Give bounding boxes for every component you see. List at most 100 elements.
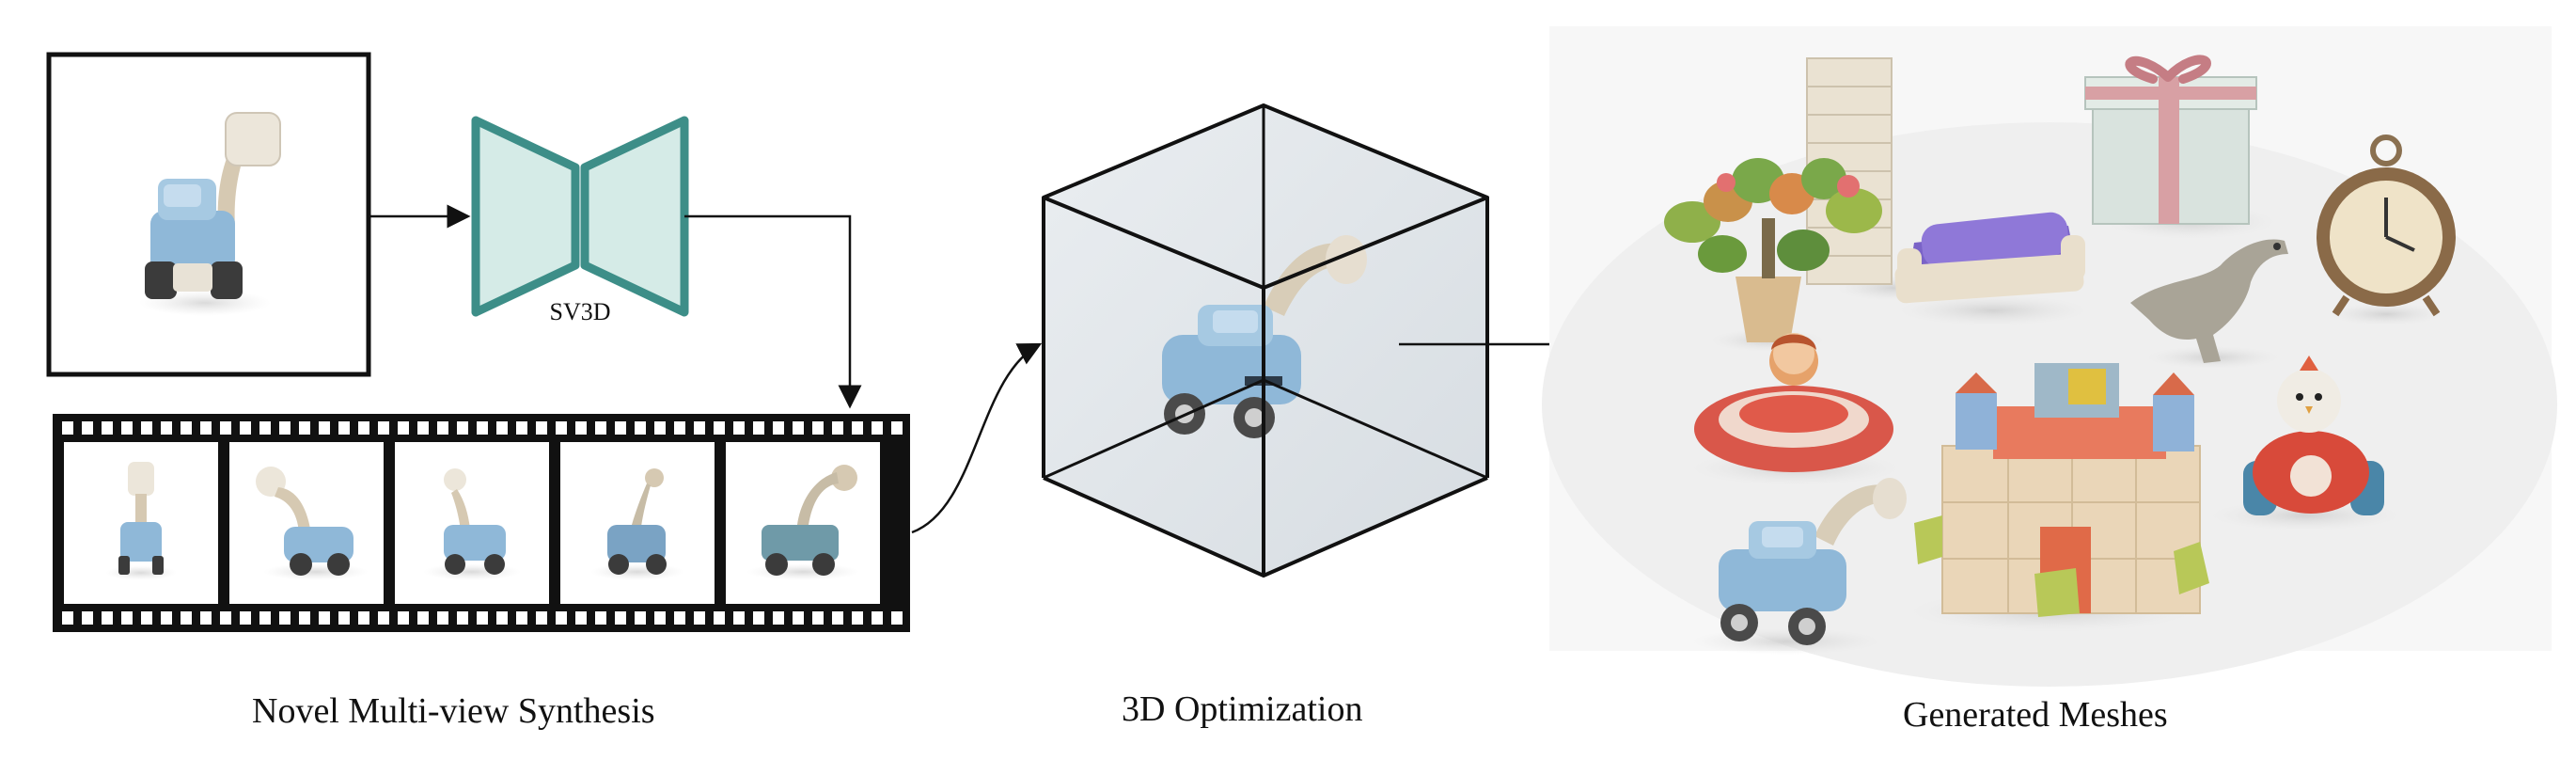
film-frame-3 <box>395 442 549 604</box>
sprocket-hole <box>141 611 152 625</box>
sprocket-hole <box>477 611 488 625</box>
sprocket-hole <box>299 421 310 435</box>
sprocket-hole <box>773 421 784 435</box>
sprocket-hole <box>654 421 666 435</box>
sprocket-hole <box>556 421 567 435</box>
sprocket-hole <box>714 421 725 435</box>
sprocket-hole <box>714 611 725 625</box>
frame-4-toy <box>590 468 684 580</box>
sprocket-hole <box>319 611 330 625</box>
sprocket-hole <box>220 611 231 625</box>
sprocket-hole <box>319 421 330 435</box>
sprocket-hole <box>733 421 745 435</box>
sprocket-hole <box>181 421 192 435</box>
gift-box <box>2084 55 2275 239</box>
sprocket-hole <box>872 421 883 435</box>
sprocket-hole <box>773 611 784 625</box>
sprocket-hole <box>417 421 429 435</box>
sprocket-hole <box>437 421 448 435</box>
sprocket-hole <box>398 421 409 435</box>
sprocket-hole <box>812 611 824 625</box>
sprocket-hole <box>832 421 843 435</box>
sprocket-hole <box>812 421 824 435</box>
sprocket-hole <box>62 611 73 625</box>
sv3d-network-icon <box>471 116 689 317</box>
cactus-toy <box>1664 158 1882 352</box>
film-frame-4 <box>560 442 715 604</box>
boat-toy <box>1692 333 1899 485</box>
sprocket-hole <box>161 611 172 625</box>
sprocket-hole <box>496 611 508 625</box>
generated-meshes-render <box>1542 26 2557 687</box>
sprocket-hole <box>240 611 251 625</box>
sprocket-hole <box>181 611 192 625</box>
sprocket-hole <box>536 611 547 625</box>
sprocket-hole <box>82 611 93 625</box>
sprocket-hole <box>615 611 626 625</box>
sprocket-hole <box>793 421 804 435</box>
sprocket-hole <box>635 421 646 435</box>
sprocket-hole <box>121 421 133 435</box>
sprocket-hole <box>575 611 587 625</box>
film-strip <box>53 414 910 632</box>
sprocket-hole <box>635 611 646 625</box>
sprocket-hole <box>457 611 468 625</box>
sprocket-hole <box>102 421 113 435</box>
sprocket-hole <box>674 421 685 435</box>
frame-2-toy <box>256 467 369 580</box>
sprocket-hole <box>595 611 606 625</box>
sprocket-hole <box>82 421 93 435</box>
sprocket-hole <box>595 421 606 435</box>
sprocket-hole <box>358 421 369 435</box>
film-frame-5 <box>726 442 880 604</box>
sprocket-hole <box>398 611 409 625</box>
sprocket-hole <box>891 611 903 625</box>
sv3d-label: SV3D <box>549 298 610 325</box>
excavator-toy <box>1692 478 1907 655</box>
film-frame-2 <box>229 442 384 604</box>
caption-novel-multiview-synthesis: Novel Multi-view Synthesis <box>252 691 655 731</box>
sprocket-hole <box>62 421 73 435</box>
sprocket-hole <box>753 421 764 435</box>
alarm-clock <box>2317 135 2456 325</box>
caption-3d-optimization: 3D Optimization <box>1122 689 1363 729</box>
frame-1-toy <box>105 462 177 580</box>
sprocket-hole <box>102 611 113 625</box>
sprocket-hole <box>516 421 527 435</box>
sprocket-hole <box>358 611 369 625</box>
sprocket-hole <box>654 611 666 625</box>
frame-3-toy <box>423 468 521 580</box>
arrow-frames-to-optimization <box>911 342 1043 534</box>
sprocket-hole <box>694 611 705 625</box>
sprocket-hole <box>852 421 863 435</box>
sprocket-hole <box>457 421 468 435</box>
sprocket-hole <box>338 611 350 625</box>
sprocket-hole <box>496 421 508 435</box>
frame-5-toy <box>746 465 859 580</box>
dinosaur-toy <box>2130 239 2288 369</box>
sprocket-hole <box>615 421 626 435</box>
sprocket-hole <box>161 421 172 435</box>
caption-generated-meshes: Generated Meshes <box>1903 695 2168 735</box>
sprocket-hole <box>417 611 429 625</box>
input-image <box>46 52 371 377</box>
arrow-network-to-frames <box>684 214 862 409</box>
sprocket-hole <box>279 421 291 435</box>
sprocket-hole <box>200 611 212 625</box>
sprocket-hole <box>259 611 271 625</box>
sprocket-hole <box>378 611 389 625</box>
sprocket-hole <box>220 421 231 435</box>
sprocket-hole <box>575 421 587 435</box>
sprocket-hole <box>891 421 903 435</box>
sprocket-hole <box>259 421 271 435</box>
castle-blocks <box>1910 363 2209 632</box>
optimization-cube <box>1042 103 1489 578</box>
sprocket-hole <box>556 611 567 625</box>
sprocket-hole <box>279 611 291 625</box>
excavator-input-toy <box>139 112 281 316</box>
sprocket-hole <box>536 421 547 435</box>
sprocket-hole <box>753 611 764 625</box>
sprocket-hole <box>674 611 685 625</box>
film-sprockets <box>62 421 903 625</box>
sprocket-hole <box>793 611 804 625</box>
